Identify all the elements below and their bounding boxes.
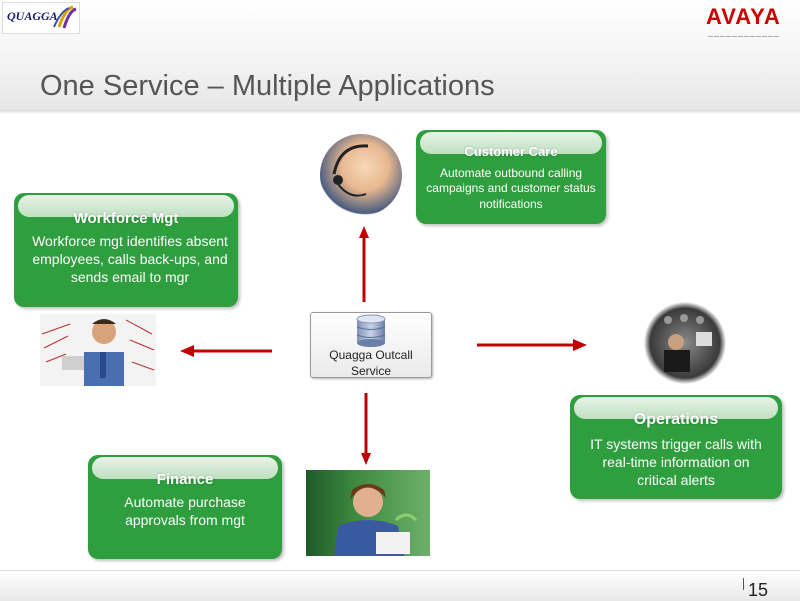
operations-text: IT systems trigger calls with real-time … <box>590 436 762 488</box>
finance-pill <box>92 457 278 479</box>
workforce-pill <box>18 195 234 217</box>
arrow-right <box>477 338 587 351</box>
arrow-up <box>359 226 369 302</box>
workforce-title: Workforce Mgt <box>73 210 179 227</box>
quagga-logo: QUAGGA <box>2 2 80 34</box>
arrow-left <box>180 344 272 357</box>
header-divider <box>0 110 800 114</box>
quagga-outcall-service: Quagga Outcall Service <box>310 312 432 378</box>
arrow-down <box>361 393 371 465</box>
customer-care-title: Customer Care <box>464 144 558 159</box>
page-number: 15 <box>748 580 769 600</box>
finance-title: Finance <box>156 471 214 488</box>
quagga-logo-text: QUAGGA <box>7 9 58 23</box>
slide-title: One Service – Multiple Applications <box>40 70 495 102</box>
operations-photo <box>644 302 726 384</box>
operations-pill <box>574 397 778 419</box>
operations-title: Operations <box>633 411 719 428</box>
workforce-text: Workforce mgt identifies absent employee… <box>32 233 228 285</box>
workforce-box: Workforce Mgt Workforce mgt identifies a… <box>14 193 238 307</box>
headset-icon <box>332 144 369 197</box>
customer-care-pill <box>420 132 602 154</box>
woman-at-desk-illustration <box>334 484 418 556</box>
customer-care-text: Automate outbound calling campaigns and … <box>426 166 596 211</box>
finance-box: Finance Automate purchase approvals from… <box>88 455 282 559</box>
man-with-phone-illustration <box>41 319 155 386</box>
quagga-logo-mark <box>53 5 77 29</box>
workforce-manager-photo <box>40 314 156 386</box>
avaya-logo: AVAYA <box>706 4 781 29</box>
service-label: Quagga Outcall Service <box>311 348 431 379</box>
slide-header <box>0 0 800 112</box>
page-number-divider <box>743 578 744 590</box>
finance-photo <box>306 470 430 556</box>
finance-text: Automate purchase approvals from mgt <box>124 494 246 528</box>
customer-care-box: Customer Care Automate outbound calling … <box>416 130 606 224</box>
office-workers-illustration <box>664 314 712 372</box>
slide-footer <box>0 570 800 601</box>
service-label-line1: Quagga Outcall <box>329 348 413 362</box>
service-label-line2: Service <box>350 363 391 378</box>
avaya-tagline: ———————————— <box>708 34 780 40</box>
database-icon <box>356 314 386 347</box>
call-center-agent-photo <box>320 134 402 216</box>
operations-box: Operations IT systems trigger calls with… <box>570 395 782 499</box>
